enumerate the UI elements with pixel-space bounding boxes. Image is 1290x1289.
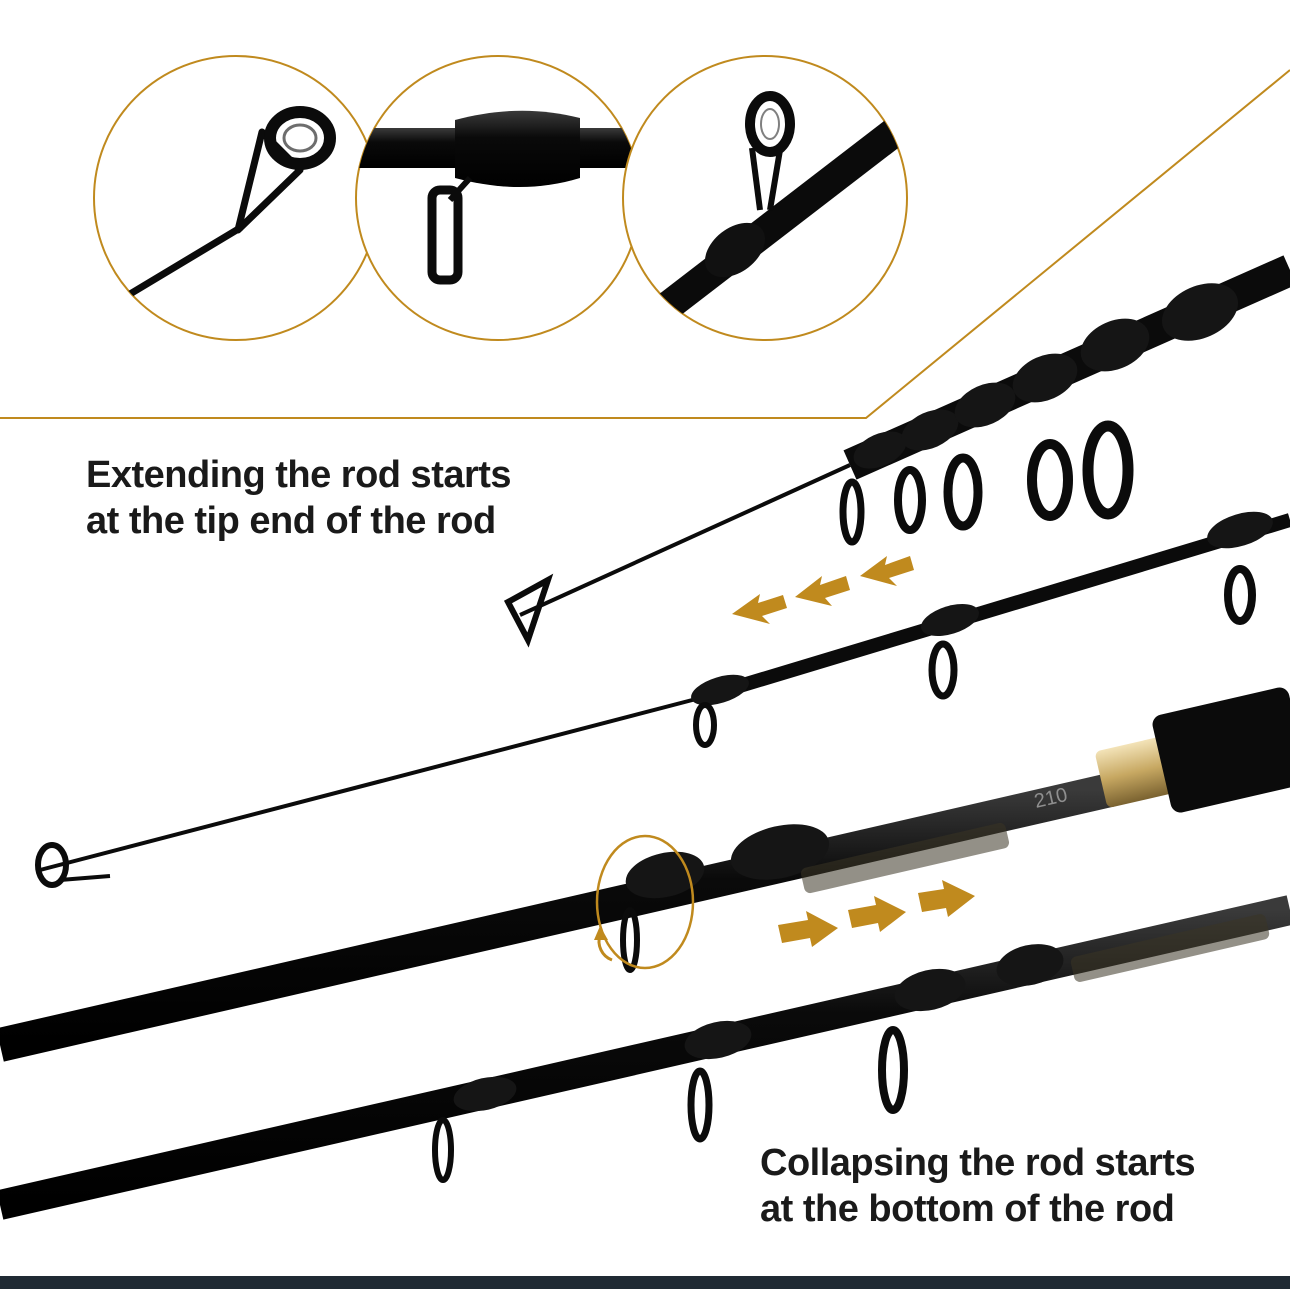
gold-divider-line <box>0 69 1290 419</box>
arrow-right-icon <box>848 896 906 932</box>
detail-circle-joint-guide <box>355 55 641 341</box>
arrow-right-icon <box>918 880 975 917</box>
arrow-right-group <box>778 880 975 947</box>
arrow-left-icon <box>860 556 914 586</box>
caption-collapsing: Collapsing the rod starts at the bottom … <box>760 1140 1196 1232</box>
arrow-left-group <box>732 556 914 624</box>
rod-collapsing <box>0 895 1290 1220</box>
arrow-left-icon <box>795 576 850 606</box>
caption-extending: Extending the rod starts at the tip end … <box>86 452 512 544</box>
arrow-left-icon <box>732 594 787 624</box>
caption-collapsing-line1: Collapsing the rod starts <box>760 1142 1196 1184</box>
detail-circle-tip-guide <box>93 55 379 341</box>
caption-collapsing-line2: at the bottom of the rod <box>760 1188 1175 1230</box>
rotate-arrowhead <box>594 926 608 940</box>
rod-main-section: 210 <box>0 687 1290 1062</box>
detail-circle-guide-ring <box>622 55 908 341</box>
arrow-right-icon <box>778 911 838 947</box>
caption-extending-line2: at the tip end of the rod <box>86 500 496 542</box>
caption-extending-line1: Extending the rod starts <box>86 454 512 496</box>
rod-tip-section <box>35 511 1290 888</box>
rod-extending <box>503 255 1290 648</box>
bottom-bar <box>0 1276 1290 1289</box>
